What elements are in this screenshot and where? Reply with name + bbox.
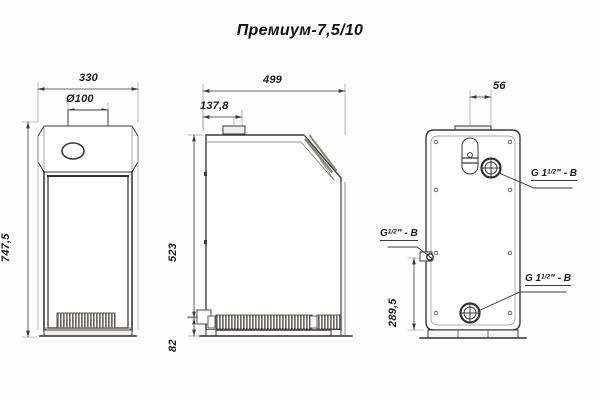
dim-flue-diameter: Ø100 <box>66 93 94 105</box>
connection-size-supply: 1/2 <box>547 168 557 176</box>
front-view <box>21 81 139 338</box>
connection-prefix-drain: G <box>380 228 388 239</box>
connection-suffix-drain: " - В <box>396 228 418 239</box>
dim-base-height: 82 <box>167 339 179 352</box>
rear-body-outline <box>425 129 521 331</box>
connection-size-return: 1/2 <box>541 273 551 281</box>
page-title: Премиум-7,5/10 <box>236 22 364 39</box>
dim-front-width: 330 <box>79 72 98 84</box>
connection-label-supply-port: G 11/2" - В <box>531 168 578 181</box>
side-view <box>187 83 353 337</box>
top-cap <box>37 125 139 173</box>
flue-collar <box>222 125 246 135</box>
body-sides <box>43 171 133 331</box>
connection-prefix-supply: G 1 <box>531 168 548 179</box>
foot-right <box>330 329 342 337</box>
dim-body-height: 523 <box>167 243 179 262</box>
dim-flue-offset: 137,8 <box>200 100 229 112</box>
dim-front-height: 747,5 <box>0 233 12 262</box>
connection-prefix-return: G 1 <box>525 273 542 284</box>
grille-latch-right <box>309 315 318 329</box>
connection-size-drain: 1/2 <box>387 228 397 236</box>
grille-latch-left <box>207 315 216 329</box>
connection-suffix-supply: " - В <box>556 168 578 179</box>
connection-label-drain-port: G1/2" - В <box>380 228 418 241</box>
side-grille-secondary <box>316 314 342 330</box>
rear-base-plinth <box>427 329 519 339</box>
leader-supply-port <box>498 172 573 189</box>
dim-side-depth: 499 <box>263 74 282 86</box>
foot-left <box>205 329 217 337</box>
flue-outlet <box>67 109 109 127</box>
rear-view <box>387 89 573 339</box>
connection-suffix-return: " - В <box>550 273 572 284</box>
control-gauge <box>61 142 85 160</box>
dim-port-offset: 56 <box>493 80 506 92</box>
leader-return-port <box>477 291 567 312</box>
bottom-grille <box>56 312 116 329</box>
connection-label-return-port: G 11/2" - В <box>525 273 572 286</box>
base-plinth <box>43 329 133 337</box>
dim-port-height: 289,5 <box>387 298 399 327</box>
side-grille <box>215 314 313 330</box>
leader-drain-port <box>387 246 434 260</box>
front-door-panel <box>47 175 129 329</box>
